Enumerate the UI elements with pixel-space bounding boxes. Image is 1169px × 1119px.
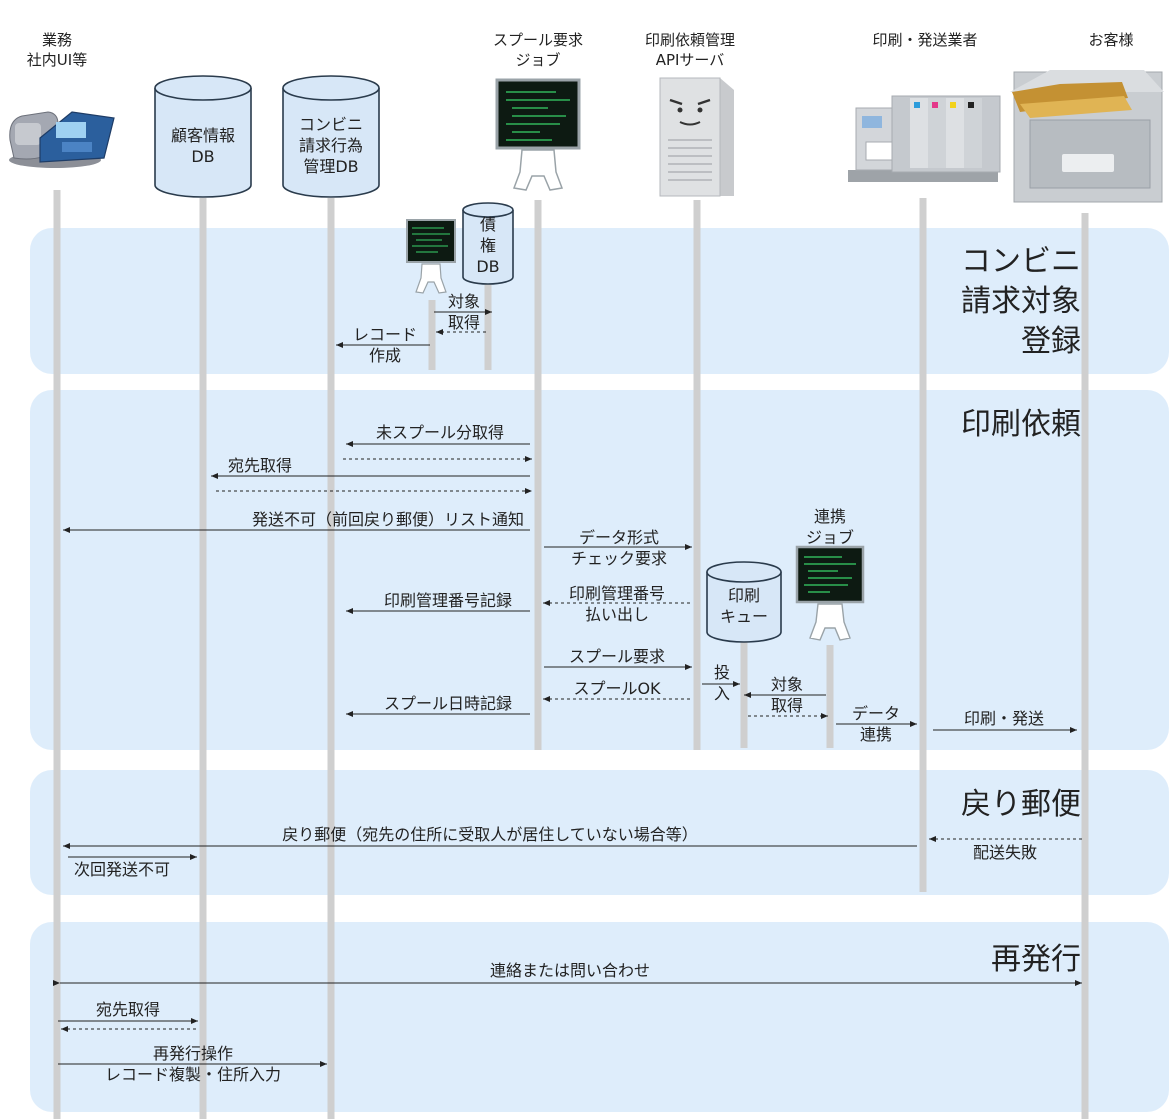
msg-target-get2: 対象 取得 xyxy=(770,675,803,715)
actor-customer: お客様 xyxy=(1088,31,1134,49)
conv-db-cylinder xyxy=(282,75,380,198)
msg-delivery-fail: 配送失敗 xyxy=(972,843,1037,862)
msg-print-no-issue: 印刷管理番号 払い出し xyxy=(568,584,665,624)
conv-db-label: コンビニ 請求行為 管理DB xyxy=(298,115,363,176)
mailbox-icon xyxy=(1010,70,1164,203)
section-title-2: 印刷依頼 xyxy=(961,407,1081,442)
msg-returned-mail: 戻り郵便（宛先の住所に受取人が居住していない場合等） xyxy=(282,825,698,844)
msg-data-format-check: データ形式 チェック要求 xyxy=(570,528,667,568)
msg-data-link: データ 連携 xyxy=(851,704,900,744)
msg-dest-get2: 宛先取得 xyxy=(95,1000,160,1019)
actor-spool-job: スプール要求 ジョブ xyxy=(492,31,583,69)
msg-undeliverable-list: 発送不可（前回戻り郵便）リスト通知 xyxy=(251,510,524,529)
section-title-4: 再発行 xyxy=(991,942,1081,977)
section-band-3 xyxy=(30,770,1169,895)
customer-db-label: 顧客情報 DB xyxy=(170,126,235,166)
section-band-1 xyxy=(30,228,1169,374)
link-job-icon xyxy=(795,545,865,641)
msg-print-send: 印刷・発送 xyxy=(963,709,1044,728)
msg-spool-dt-record: スプール日時記録 xyxy=(383,694,512,713)
msg-record-create: レコード 作成 xyxy=(352,325,417,365)
msg-reissue-op: 再発行操作 レコード複製・住所入力 xyxy=(104,1044,281,1084)
printer-icon xyxy=(848,95,1001,182)
spool-job-icon xyxy=(495,78,581,191)
customer-db-cylinder xyxy=(154,75,252,198)
msg-print-no-record: 印刷管理番号記録 xyxy=(383,591,512,610)
msg-enqueue: 投 入 xyxy=(713,663,730,703)
msg-target-get: 対象 取得 xyxy=(447,292,480,332)
print-queue-cylinder xyxy=(706,561,782,643)
msg-spool-ok: スプールOK xyxy=(573,679,661,698)
actor-print-vendor: 印刷・発送業者 xyxy=(872,31,978,49)
claim-db-label: 債 権 DB xyxy=(476,215,500,276)
section-title-1: コンビニ 請求対象 登録 xyxy=(961,244,1081,359)
msg-next-no-send: 次回発送不可 xyxy=(74,860,171,879)
msg-unspooled-get: 未スプール分取得 xyxy=(375,423,504,442)
phone-icon xyxy=(9,111,115,168)
print-queue-label: 印刷 キュー xyxy=(719,586,768,626)
claim-worker-icon xyxy=(406,219,456,294)
section-title-3: 戻り郵便 xyxy=(961,787,1081,822)
msg-dest-get: 宛先取得 xyxy=(228,456,293,475)
actor-business-ui: 業務 社内UI等 xyxy=(26,31,88,69)
claim-db-cylinder xyxy=(462,202,514,285)
section-band-2 xyxy=(30,390,1169,750)
actor-print-api: 印刷依頼管理 APIサーバ xyxy=(644,31,735,69)
link-job-label: 連携 ジョブ xyxy=(805,507,854,547)
msg-spool-request: スプール要求 xyxy=(568,647,665,666)
msg-contact: 連絡または問い合わせ xyxy=(489,961,650,980)
server-icon xyxy=(659,77,734,197)
